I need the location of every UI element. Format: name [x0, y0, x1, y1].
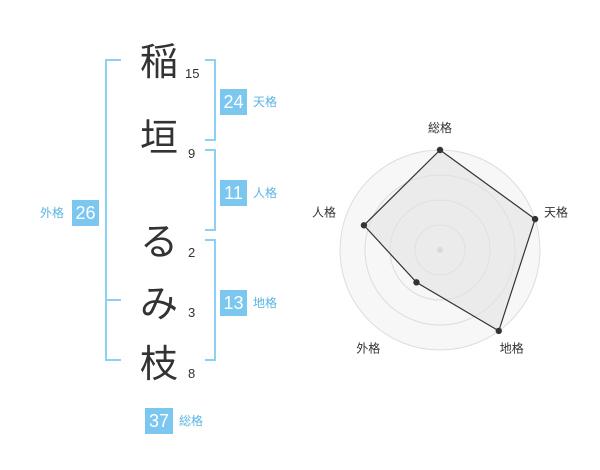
- name-char-1: 稲: [139, 40, 178, 84]
- radar-point-2: [531, 215, 539, 223]
- radar-point-1: [436, 146, 444, 154]
- radar-axis-label-4: 外格: [356, 341, 380, 356]
- name-char-4: み: [139, 282, 178, 326]
- tenkaku-value: 24: [220, 89, 247, 115]
- name-char-5: 枝: [139, 342, 178, 386]
- soukaku-value: 37: [145, 408, 173, 434]
- jinkaku-value: 11: [220, 180, 247, 206]
- stroke-count-2: 9: [188, 146, 196, 161]
- name-char-2: 垣: [139, 116, 178, 160]
- stroke-count-5: 8: [188, 366, 196, 381]
- gaikaku-value: 26: [72, 200, 99, 226]
- chikaku-value: 13: [220, 290, 247, 316]
- jinkaku-label: 人格: [253, 186, 278, 200]
- tenkaku-label: 天格: [253, 95, 278, 109]
- stroke-count-1: 15: [185, 66, 200, 81]
- soukaku-label: 総格: [179, 414, 204, 428]
- gaikaku-label: 外格: [40, 206, 65, 220]
- radar-axis-label-3: 地格: [500, 341, 524, 356]
- radar-point-5: [360, 222, 368, 229]
- name-char-3: る: [139, 220, 178, 264]
- radar-area: [363, 149, 536, 332]
- chikaku-label: 地格: [253, 296, 278, 310]
- stroke-count-3: 2: [188, 245, 196, 260]
- radar-point-4: [413, 279, 420, 286]
- radar-axis-label-1: 総格: [428, 120, 452, 135]
- radar-point-3: [495, 327, 502, 335]
- radar-axis-label-2: 天格: [544, 204, 568, 219]
- radar-axis-label-5: 人格: [312, 204, 336, 219]
- stroke-count-4: 3: [188, 305, 196, 320]
